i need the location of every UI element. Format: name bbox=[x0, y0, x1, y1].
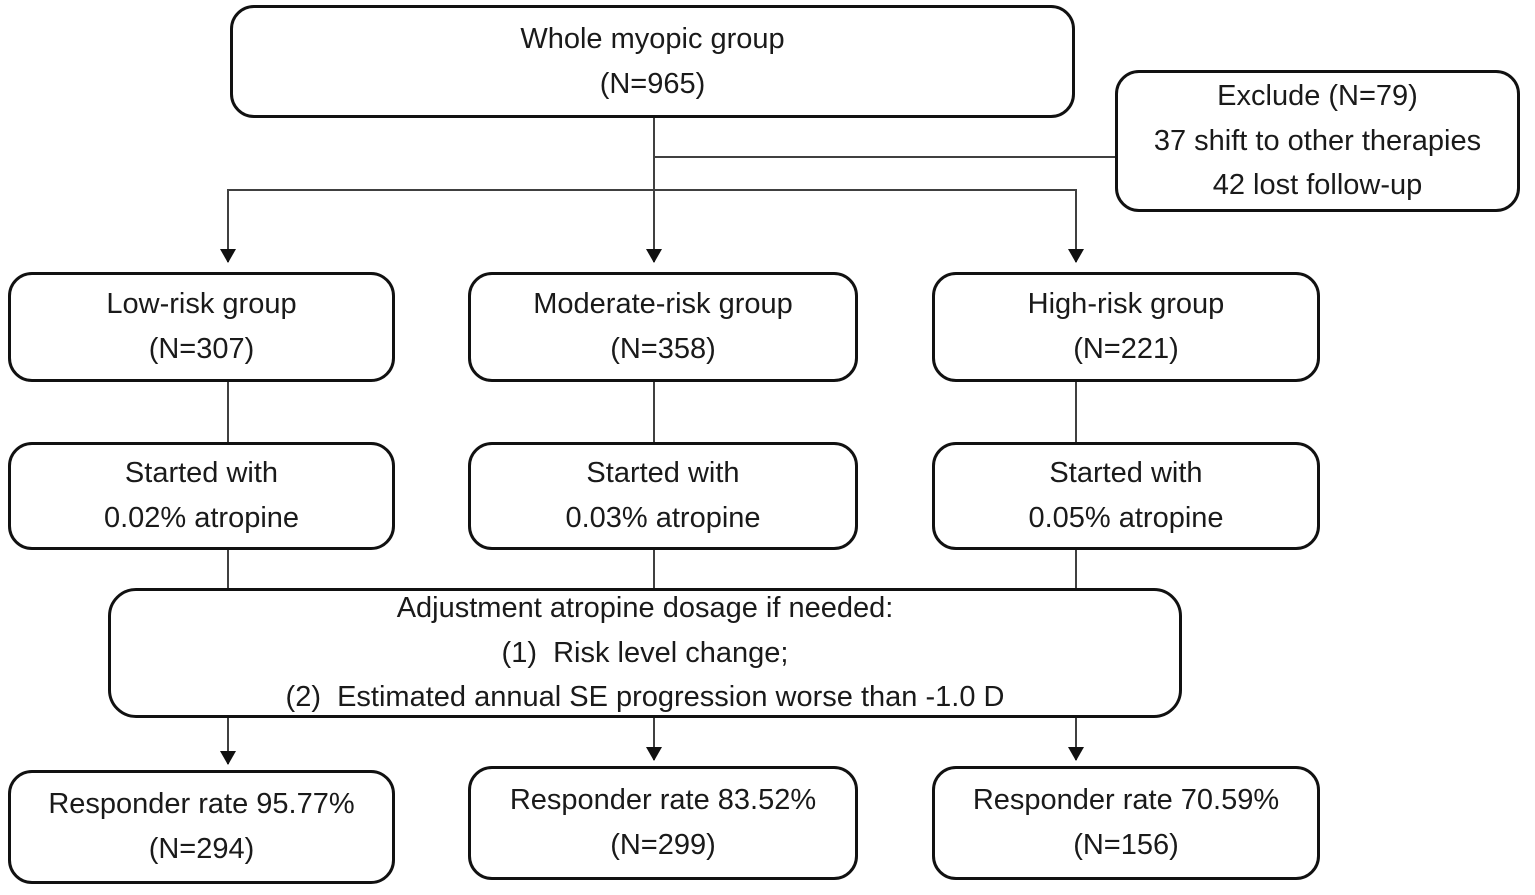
node-whole-myopic-group: Whole myopic group (N=965) bbox=[230, 5, 1075, 118]
node-responder-moderate: Responder rate 83.52% (N=299) bbox=[468, 766, 858, 880]
node-exclude: Exclude (N=79) 37 shift to other therapi… bbox=[1115, 70, 1520, 212]
node-line: Adjustment atropine dosage if needed: bbox=[396, 591, 894, 624]
node-responder-high: Responder rate 70.59% (N=156) bbox=[932, 766, 1320, 880]
node-line: (N=294) bbox=[148, 833, 255, 865]
node-line: 0.02% atropine bbox=[103, 502, 300, 534]
node-line: Started with bbox=[1049, 457, 1203, 490]
node-line: (N=965) bbox=[599, 67, 706, 100]
node-responder-low: Responder rate 95.77% (N=294) bbox=[8, 770, 395, 884]
node-started-moderate: Started with 0.03% atropine bbox=[468, 442, 858, 550]
node-line: High-risk group bbox=[1027, 288, 1225, 321]
node-line: (N=358) bbox=[610, 333, 716, 365]
node-line: Responder rate 83.52% bbox=[509, 784, 817, 817]
node-line: 37 shift to other therapies bbox=[1153, 124, 1482, 157]
node-line: Low-risk group bbox=[106, 288, 297, 321]
node-line: Exclude (N=79) bbox=[1217, 79, 1418, 112]
node-line: Started with bbox=[586, 457, 740, 490]
node-line: (N=156) bbox=[1073, 829, 1179, 861]
node-started-high: Started with 0.05% atropine bbox=[932, 442, 1320, 550]
node-high-risk-group: High-risk group (N=221) bbox=[932, 272, 1320, 382]
node-low-risk-group: Low-risk group (N=307) bbox=[8, 272, 395, 382]
node-line: Responder rate 70.59% bbox=[972, 784, 1280, 817]
node-moderate-risk-group: Moderate-risk group (N=358) bbox=[468, 272, 858, 382]
node-line: (N=221) bbox=[1073, 333, 1179, 365]
node-line: (1) Risk level change; bbox=[501, 636, 789, 669]
node-line: Whole myopic group bbox=[520, 22, 785, 55]
node-line: (N=307) bbox=[148, 333, 255, 365]
node-started-low: Started with 0.02% atropine bbox=[8, 442, 395, 550]
node-line: (N=299) bbox=[610, 829, 716, 861]
node-line: 42 lost follow-up bbox=[1212, 169, 1423, 202]
node-line: Started with bbox=[124, 457, 279, 490]
node-line: Responder rate 95.77% bbox=[48, 788, 355, 821]
node-line: 0.05% atropine bbox=[1028, 502, 1224, 534]
node-line: 0.03% atropine bbox=[565, 502, 761, 534]
node-adjustment: Adjustment atropine dosage if needed: (1… bbox=[108, 588, 1182, 718]
node-line: (2) Estimated annual SE progression wors… bbox=[285, 681, 1005, 714]
node-line: Moderate-risk group bbox=[533, 288, 793, 321]
